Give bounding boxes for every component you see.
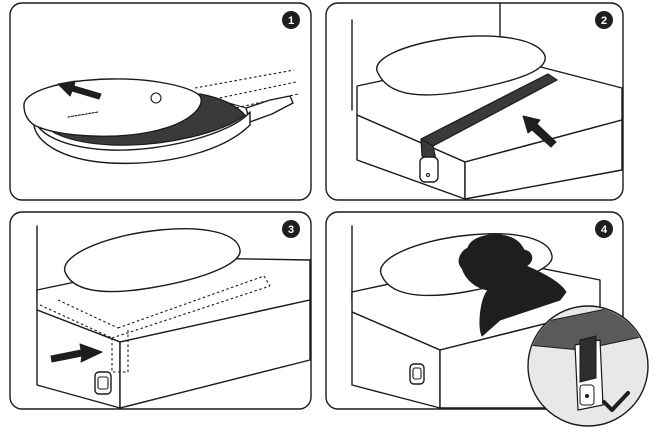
push-arrow-icon [522, 115, 557, 148]
pad-button-icon [150, 92, 162, 104]
sleeping-person-icon [458, 234, 567, 337]
step-1-number: 1 [288, 15, 294, 27]
step-3-number: 3 [288, 224, 294, 236]
hub-device-icon [94, 371, 112, 395]
hub-device-icon [409, 363, 425, 385]
strap-over-mattress-icon [420, 73, 558, 161]
step-2-number: 2 [601, 15, 607, 27]
step-2-panel: 2 [325, 2, 624, 201]
insert-arrow-icon [50, 343, 103, 363]
step-1-badge: 1 [282, 11, 300, 29]
step-3-badge: 3 [282, 220, 300, 238]
step-1-panel: 1 [9, 2, 312, 201]
checkmark-icon [602, 391, 630, 412]
step-2-badge: 2 [595, 11, 613, 29]
step-3-panel: 3 [9, 211, 312, 410]
zoom-inset-icon [527, 305, 649, 427]
pillow-icon [376, 35, 546, 96]
pillow-icon [63, 228, 241, 293]
step-4-number: 4 [601, 224, 608, 236]
hidden-strap-dotted-icon [39, 275, 271, 373]
hub-device-icon [419, 156, 439, 183]
slide-arrow-icon [57, 80, 102, 100]
step-4-badge: 4 [595, 220, 613, 238]
